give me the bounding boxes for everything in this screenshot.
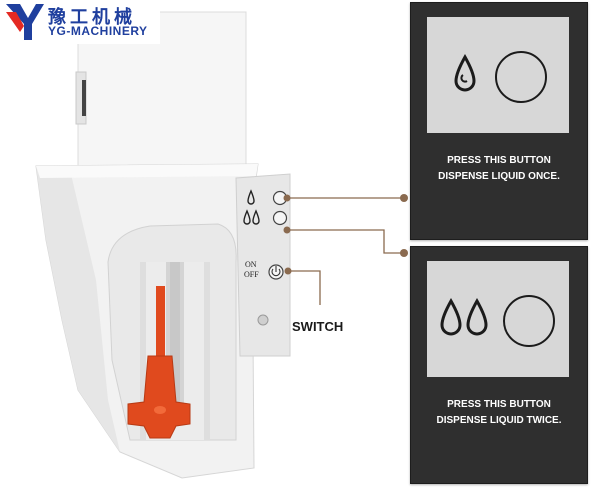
callout-once-line2: DISPENSE LIQUID ONCE.	[438, 171, 560, 182]
dispensing-spout	[127, 355, 191, 439]
circle-button-icon	[495, 51, 547, 103]
brand-logo: 豫工机械 YG-MACHINERY	[0, 0, 160, 44]
yg-logo-icon	[6, 4, 44, 40]
double-drop-icon	[440, 297, 488, 336]
spout-stem	[156, 286, 165, 358]
panel-screw	[257, 314, 269, 326]
callout-once-line1: PRESS THIS BUTTON	[447, 155, 551, 166]
device-button-twice[interactable]	[272, 210, 288, 226]
switch-label: SWITCH	[292, 319, 344, 334]
callout-dispense-twice: PRESS THIS BUTTON DISPENSE LIQUID TWICE.	[410, 246, 588, 484]
device-power-icon	[271, 266, 281, 277]
device-single-drop-icon	[247, 189, 255, 205]
brand-name-en: YG-MACHINERY	[48, 24, 148, 38]
callout-twice-line1: PRESS THIS BUTTON	[447, 399, 551, 410]
callout-twice-text: PRESS THIS BUTTON DISPENSE LIQUID TWICE.	[411, 397, 587, 429]
device-double-drop-icon	[243, 209, 260, 225]
brand-name-cn: 豫工机械	[48, 7, 136, 28]
leader-lines	[287, 197, 404, 305]
callout-twice-closeup	[427, 261, 569, 377]
callout-once-text: PRESS THIS BUTTON DISPENSE LIQUID ONCE.	[411, 153, 587, 185]
device-off-label: OFF	[244, 270, 259, 279]
circle-button-icon	[503, 295, 555, 347]
callout-dispense-once: PRESS THIS BUTTON DISPENSE LIQUID ONCE.	[410, 2, 588, 240]
callout-twice-line2: DISPENSE LIQUID TWICE.	[436, 415, 562, 426]
single-drop-icon	[454, 53, 476, 92]
callout-once-closeup	[427, 17, 569, 133]
device-on-label: ON	[245, 260, 257, 269]
